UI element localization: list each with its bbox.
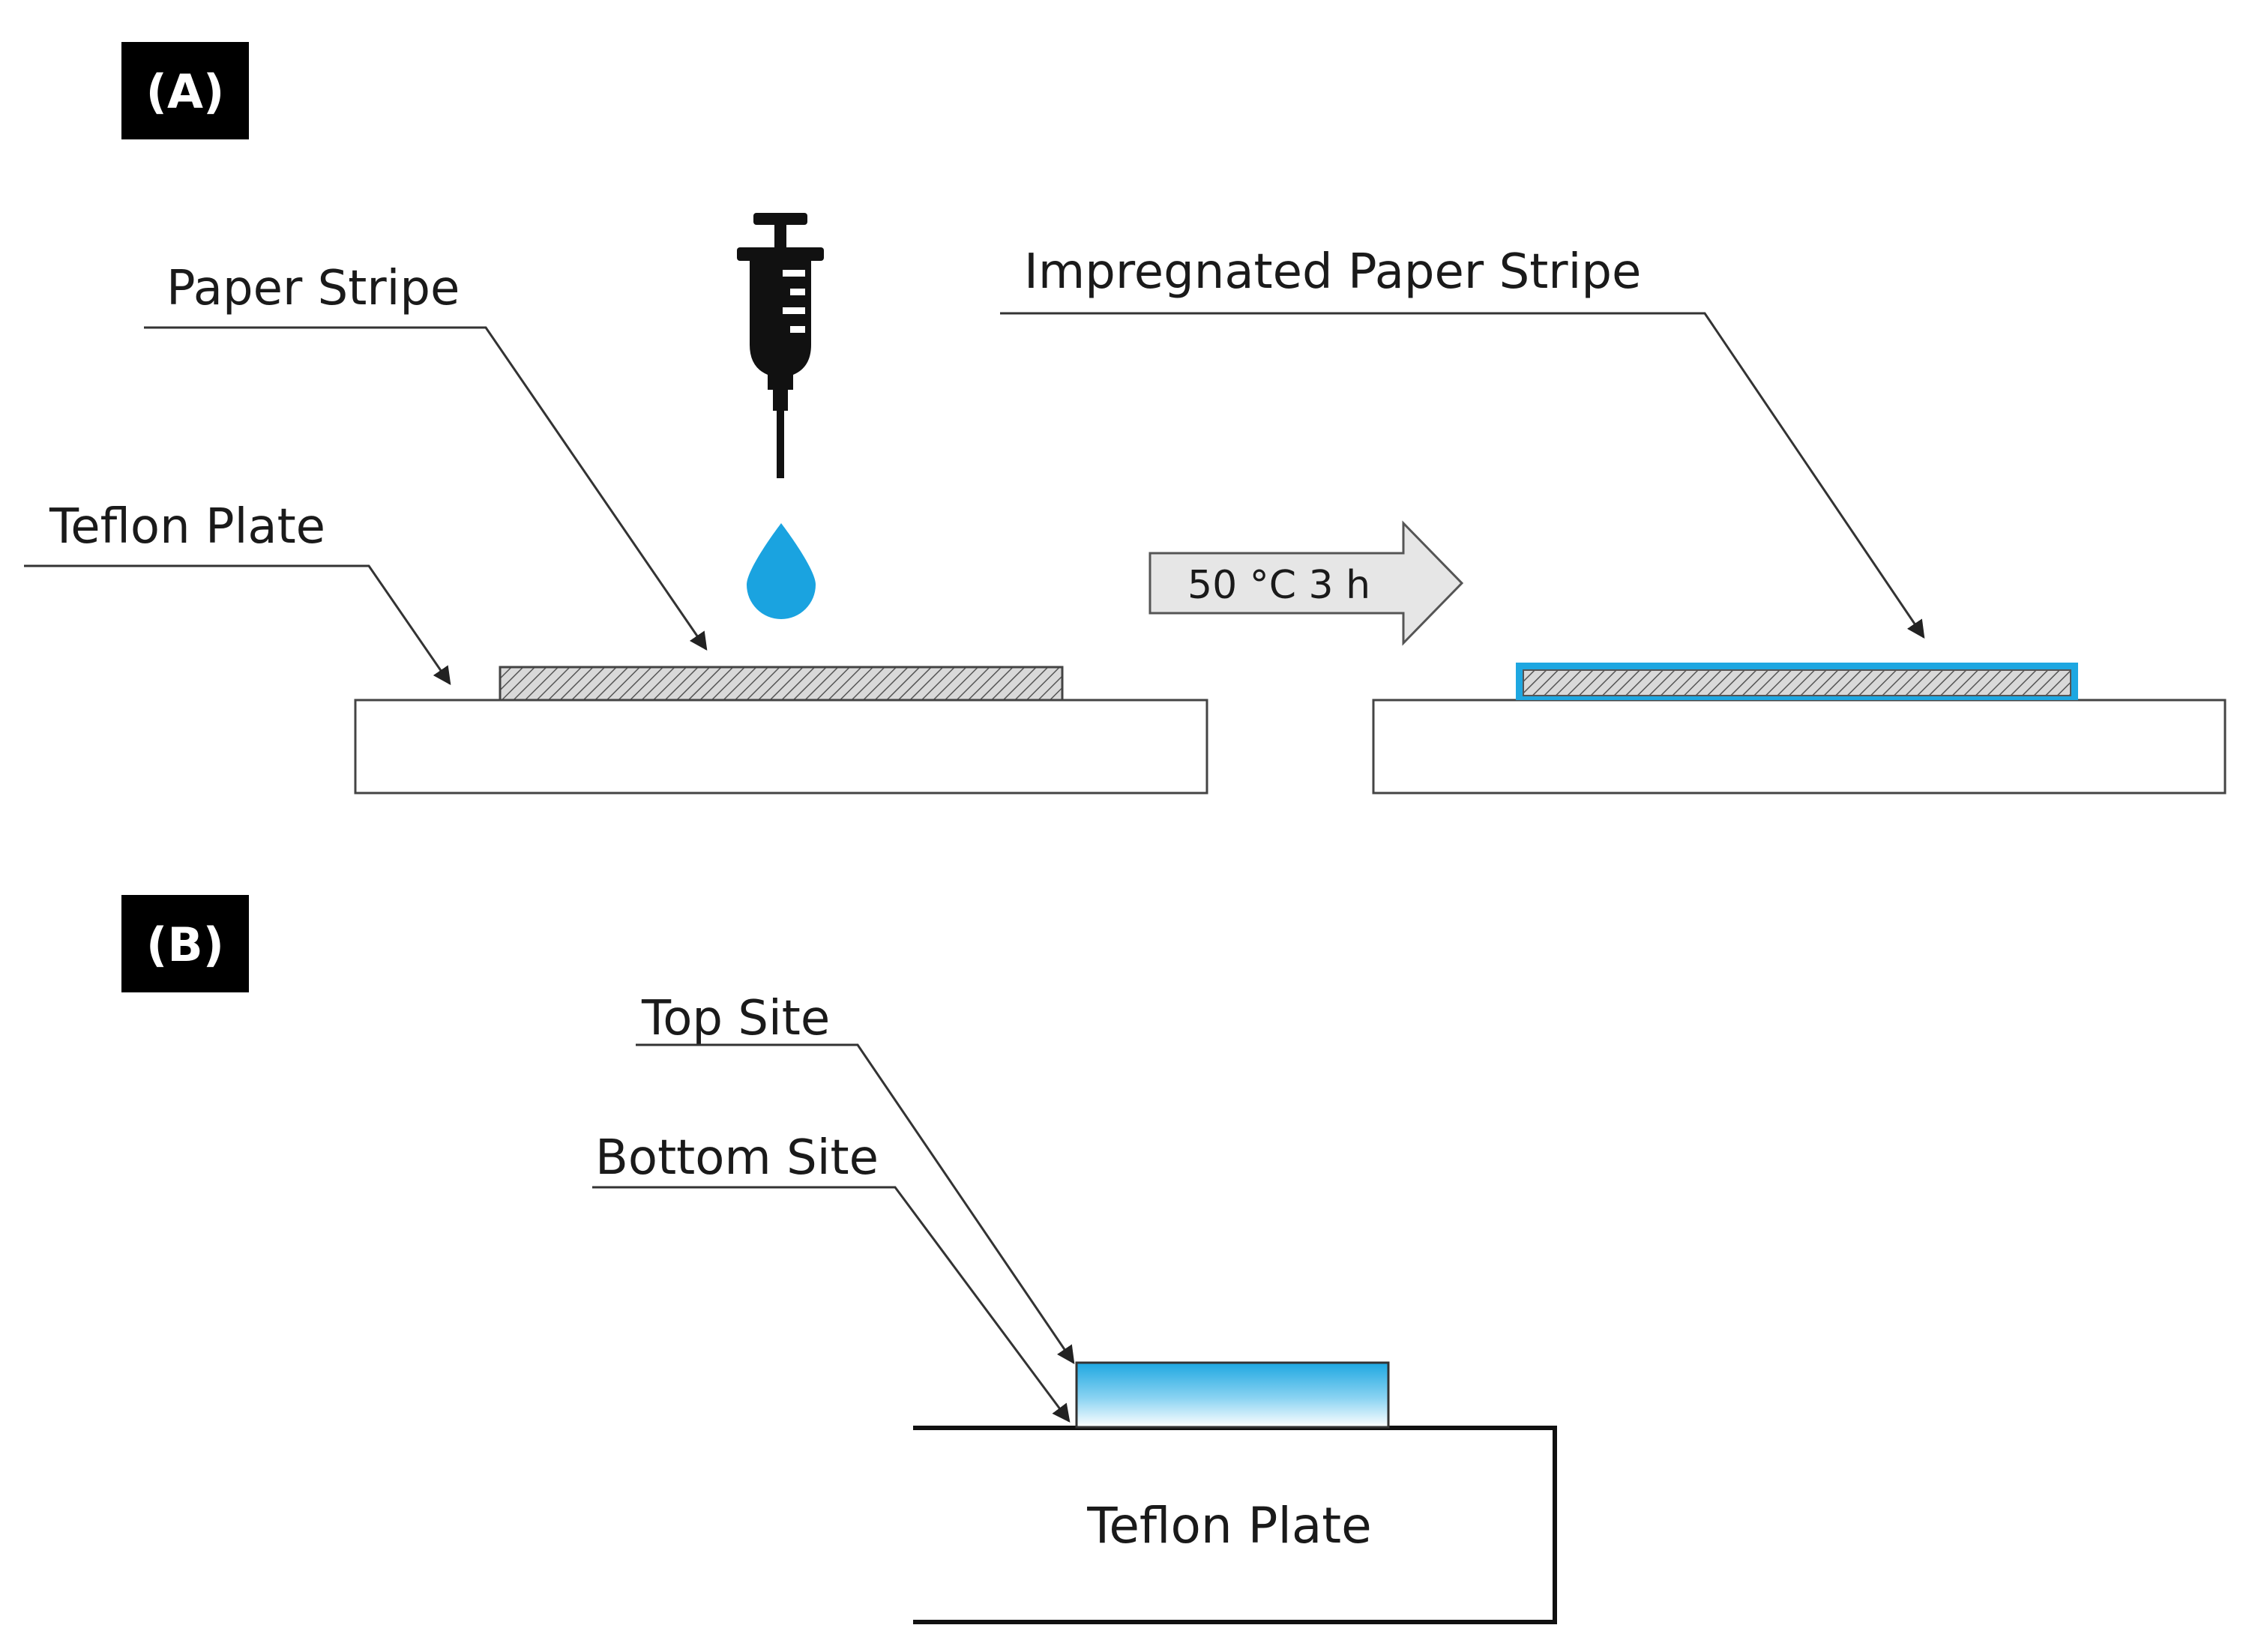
leader-bottom-site [592, 1186, 1071, 1423]
leader-impregnated [1000, 312, 1925, 639]
leader-teflon-plate [24, 564, 451, 685]
badge-a: (A) [146, 64, 225, 119]
label-impregnated-paper-stripe: Impregnated Paper Stripe [1024, 244, 1641, 300]
impregnated-stripe-b [1075, 1361, 1390, 1429]
badge-a-bg [121, 42, 249, 139]
syringe-icon [737, 213, 824, 478]
impregnated-paper-stripe-core [1523, 669, 2071, 696]
droplet-icon [747, 523, 816, 619]
teflon-plate-left [354, 699, 1208, 795]
paper-stripe [499, 666, 1064, 702]
badge-b: (B) [146, 917, 224, 972]
process-arrow: 50 °C 3 h [1148, 520, 1464, 646]
panel-b: (B) Teflon Plate Top Site Bottom Site [121, 895, 1557, 1624]
panel-a: (A) Paper Stripe Teflon Plate [24, 42, 2227, 795]
badge-b-bg [121, 895, 249, 992]
label-top-site: Top Site [641, 991, 830, 1046]
label-teflon-plate-b: Teflon Plate [1086, 1497, 1372, 1555]
leader-top-site [636, 1043, 1075, 1364]
label-bottom-site: Bottom Site [595, 1130, 879, 1186]
process-arrow-label: 50 °C 3 h [1187, 563, 1370, 608]
leader-paper-stripe [144, 326, 708, 651]
label-paper-stripe: Paper Stripe [166, 261, 460, 316]
teflon-plate-right [1372, 699, 2227, 795]
label-teflon-plate: Teflon Plate [49, 499, 325, 555]
